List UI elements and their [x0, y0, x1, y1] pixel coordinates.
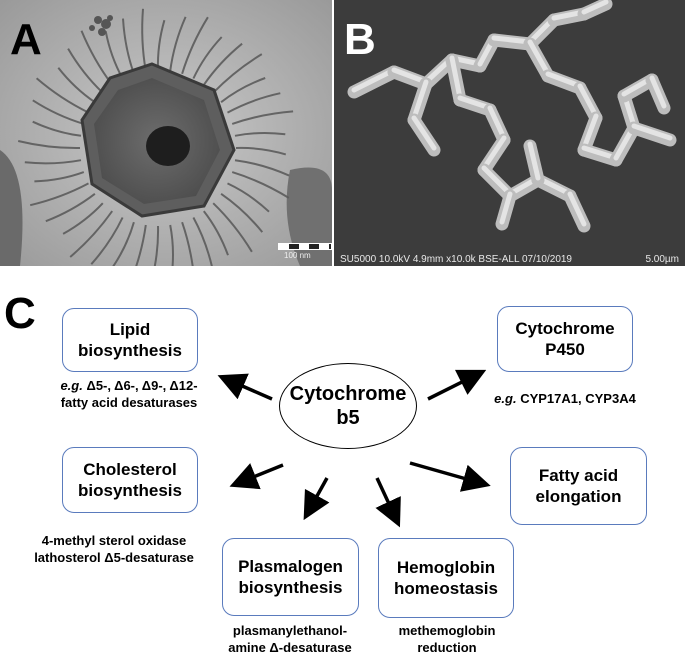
cell-highlight: [567, 191, 587, 227]
cell-highlight: [649, 75, 667, 109]
fibril: [220, 77, 266, 103]
fibril: [29, 182, 89, 207]
sem-info: SU5000 10.0kV 4.9mm x10.0k BSE-ALL 07/10…: [340, 253, 572, 265]
fibril: [169, 224, 174, 266]
scale-bar-a: 100 nm: [278, 243, 338, 261]
arrow-to-fatty: [409, 461, 491, 492]
hemoglobin-homeostasis-box: Hemoglobin homeostasis: [378, 538, 514, 618]
cell-highlight: [527, 141, 541, 181]
panel-letter-b: B: [344, 15, 376, 64]
fibril: [112, 221, 135, 266]
cell-highlight: [391, 67, 429, 85]
cell-highlight: [487, 105, 507, 141]
fibril: [32, 99, 85, 125]
fibril: [169, 16, 187, 72]
sem-info-bar: SU5000 10.0kV 4.9mm x10.0k BSE-ALL 07/10…: [334, 252, 685, 266]
arrow-to-cholesterol: [229, 463, 284, 490]
fibril: [67, 48, 104, 94]
cytochrome-b5-node: Cytochrome b5: [279, 363, 417, 449]
lipid-caption-text: Δ5-, Δ6-, Δ9-, Δ12- fatty acid desaturas…: [60, 378, 198, 410]
p450-caption: e.g. CYP17A1, CYP3A4: [458, 391, 672, 408]
arrow-to-lipid: [217, 373, 273, 401]
fibril: [234, 159, 290, 177]
tem-micrograph: [0, 0, 332, 266]
plasmalogen-caption: plasmanylethanol- amine Δ-desaturase: [228, 623, 352, 655]
fibril: [181, 221, 194, 266]
scale-label-a: 100 nm: [284, 251, 311, 260]
plasmalogen-biosynthesis-box: Plasmalogen biosynthesis: [222, 538, 359, 616]
cell-highlight: [449, 55, 463, 101]
cell-highlight: [411, 79, 429, 121]
cell-highlight: [351, 67, 397, 93]
fibril: [45, 193, 96, 223]
p450-caption-prefix: e.g.: [494, 391, 517, 406]
cholesterol-biosynthesis-box: Cholesterol biosynthesis: [62, 447, 198, 513]
lipid-biosynthesis-box: Lipid biosynthesis: [62, 308, 198, 372]
cell-highlight: [481, 135, 507, 171]
cell-highlight: [411, 115, 437, 151]
cell-highlight: [577, 83, 599, 119]
cell-highlight: [631, 123, 673, 141]
fibril: [202, 42, 243, 86]
fibril: [32, 120, 82, 137]
virion-fragment: [89, 15, 113, 36]
fibril: [24, 159, 82, 165]
panel-letter-c: C: [4, 289, 36, 338]
arrow-to-hemoglobin: [375, 477, 401, 528]
fibril-layer: [17, 8, 294, 266]
fibril: [203, 210, 229, 256]
hemoglobin-caption: methemoglobin reduction: [398, 623, 496, 655]
arrow-to-p450: [427, 369, 487, 401]
fatty-acid-elongation-box: Fatty acid elongation: [510, 447, 647, 525]
fibril: [90, 217, 124, 265]
fibril: [57, 67, 96, 104]
cell-highlight: [527, 39, 551, 77]
lipid-caption: e.g. Δ5-, Δ6-, Δ9-, Δ12- fatty acid desa…: [24, 378, 234, 412]
fibril: [34, 171, 85, 183]
fibril: [235, 146, 287, 156]
fibril: [153, 225, 160, 266]
sem-micrograph: [334, 0, 685, 266]
cell-highlight: [491, 35, 533, 45]
fibril: [192, 36, 223, 79]
fibril: [17, 140, 81, 150]
fibril: [227, 182, 270, 213]
fibril: [181, 16, 209, 75]
cell-highlight: [581, 0, 609, 15]
fibril: [220, 192, 264, 233]
fibril: [69, 210, 114, 258]
capsid-core: [146, 126, 190, 166]
p450-caption-text: CYP17A1, CYP3A4: [520, 391, 636, 406]
fibril: [35, 77, 89, 114]
cholesterol-caption: 4-methyl sterol oxidase lathosterol Δ5-d…: [34, 533, 194, 565]
fibril: [234, 132, 286, 137]
arrow-to-plasmalogen: [303, 477, 330, 521]
fibril: [62, 202, 104, 235]
cell-highlight: [499, 191, 513, 225]
fibril: [192, 217, 213, 266]
cell-cluster: [347, 0, 677, 233]
lipid-caption-prefix: e.g.: [60, 378, 83, 393]
fibril: [227, 92, 281, 114]
cell-highlight: [481, 165, 513, 197]
cell-highlight: [545, 71, 583, 89]
cell-highlight: [581, 113, 599, 151]
fibril: [135, 224, 147, 266]
fibril: [212, 202, 253, 253]
sem-scale: 5.00µm: [645, 253, 679, 265]
fibril: [231, 171, 290, 199]
panel-letter-a: A: [10, 15, 42, 64]
fibril: [212, 53, 263, 94]
fibril: [231, 110, 294, 125]
cytochrome-p450-box: Cytochrome P450: [497, 306, 633, 372]
